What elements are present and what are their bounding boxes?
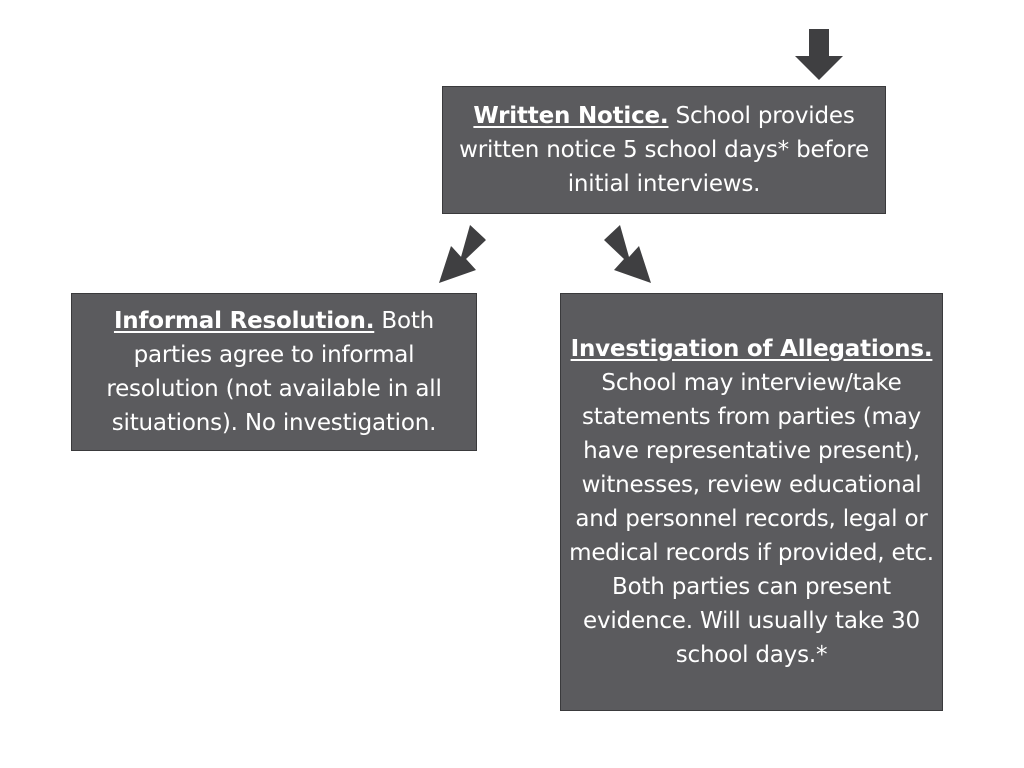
written-notice-box: Written Notice. School provides written … (442, 86, 886, 214)
informal-resolution-body: Both parties agree to informal resolutio… (106, 308, 442, 436)
written-notice-heading: Written Notice. (473, 103, 669, 129)
investigation-text: Investigation of Allegations. School may… (569, 332, 934, 672)
arrow-down-icon (795, 29, 843, 80)
investigation-heading: Investigation of Allegations. (570, 336, 933, 362)
arrow-down-left-head (439, 225, 486, 283)
arrow-to-informal-resolution (439, 225, 486, 283)
arrow-to-investigation (604, 225, 651, 283)
written-notice-text: Written Notice. School provides written … (453, 99, 875, 201)
arrow-down-right-icon (604, 225, 651, 283)
informal-resolution-text: Informal Resolution. Both parties agree … (86, 304, 462, 440)
investigation-box: Investigation of Allegations. School may… (560, 293, 943, 711)
investigation-body: School may interview/take statements fro… (569, 370, 934, 668)
written-notice-body: School provides written notice 5 school … (459, 103, 869, 197)
incoming-arrow (795, 29, 843, 80)
informal-resolution-box: Informal Resolution. Both parties agree … (71, 293, 477, 451)
informal-resolution-heading: Informal Resolution. (113, 308, 375, 334)
